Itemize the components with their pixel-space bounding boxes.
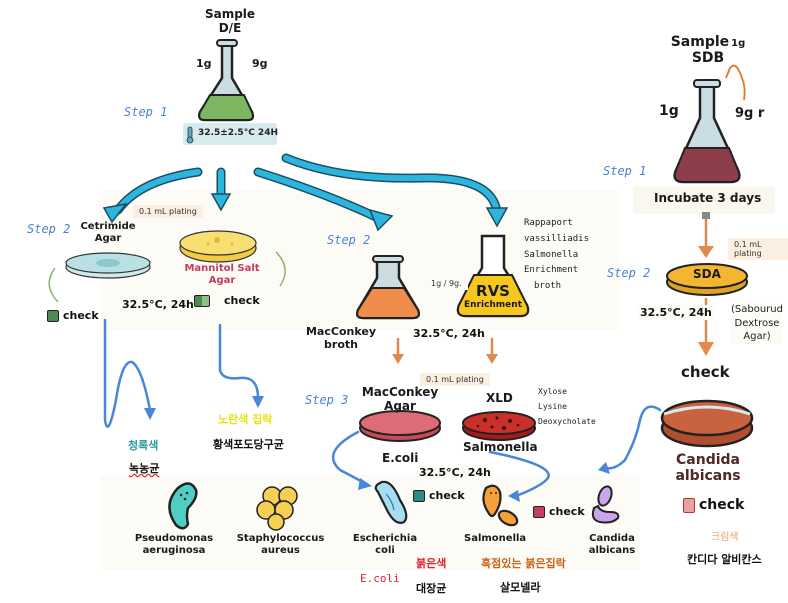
check-box-icon xyxy=(47,309,59,322)
organism-escherichia: Escherichia coli xyxy=(352,533,418,556)
mannitol-check-arrow xyxy=(275,251,286,287)
cetrimide-check-arrow xyxy=(48,267,59,303)
check-box-icon xyxy=(194,294,210,307)
ecoli-korean-name: 대장균 xyxy=(416,582,447,595)
step2-label-cetrimide: Step 2 xyxy=(27,222,71,236)
macconkey-broth-flask-icon xyxy=(355,255,421,320)
staphylococcus-icon xyxy=(256,486,298,531)
check-box-icon xyxy=(683,497,695,513)
staph-korean-name: 황색포도당구균 xyxy=(213,438,284,451)
step3-label: Step 3 xyxy=(305,393,349,407)
step2-label-macconkey: Step 2 xyxy=(327,233,371,247)
mannitol-check[interactable]: check xyxy=(194,294,260,307)
sample-de-left-amount: 1g xyxy=(196,57,212,70)
incubation-label: 32.5±2.5°C 24H xyxy=(198,128,278,138)
temp-label-1: 32.5°C, 24h xyxy=(119,297,197,312)
rvs-flask-icon xyxy=(456,234,530,318)
thermometer-icon xyxy=(186,126,194,144)
sda-label: SDA xyxy=(693,267,721,281)
sda-dish-icon xyxy=(666,263,748,296)
salmonella-korean-color: 흑점있는 붉은집락 xyxy=(481,557,566,570)
candida-korean-name: 칸디다 알비칸스 xyxy=(687,553,762,566)
sample-de-title: Sample D/E xyxy=(204,7,256,35)
sdb-check-label: check xyxy=(681,363,730,381)
sda-full-name: (Sabourud Dextrose Agar) xyxy=(731,303,783,344)
salmonella-korean-name: 살모넬라 xyxy=(500,581,541,594)
ecoli-korean-en: E.coli xyxy=(360,572,400,585)
salmonella-icon xyxy=(482,484,519,527)
ecoli-korean-color: 붉은색 xyxy=(416,557,447,570)
candida-check[interactable]: check xyxy=(683,497,744,513)
sample-sdb-flask-icon xyxy=(673,79,741,184)
candida-dish-icon xyxy=(660,399,754,448)
sdb-step1-label: Step 1 xyxy=(603,164,647,178)
ratio-tag: 1g / 9g. xyxy=(425,277,468,290)
sdb-left-amount: 1g xyxy=(659,103,679,119)
staph-korean-color: 노란색 집락 xyxy=(218,413,273,426)
temp-label-4: 32.5°C, 24h xyxy=(637,305,715,320)
xld-dish-icon xyxy=(462,411,536,441)
rvs-flask-label: RVS Enrichment xyxy=(463,282,522,311)
check-box-icon xyxy=(413,489,425,502)
pseudomonas-korean-name: 녹농균 xyxy=(129,462,160,475)
escherichia-icon xyxy=(374,480,408,524)
salmonella-check[interactable]: check xyxy=(533,505,585,518)
organism-staphylococcus: Staphylococcus aureus xyxy=(236,533,325,556)
organism-candida: Candida albicans xyxy=(588,533,636,556)
xld-label: XLD xyxy=(486,391,513,405)
plating-tag-3: 0.1 mL plating xyxy=(728,238,788,260)
cetrimide-check[interactable]: check xyxy=(47,309,99,322)
ecoli-result-label: E.coli xyxy=(382,451,419,465)
sdb-right-amount: 9g r xyxy=(735,106,765,121)
plating-tag-2: 0.1 mL plating xyxy=(420,373,490,386)
sdb-step2-label: Step 2 xyxy=(607,266,651,280)
macconkey-agar-dish-icon xyxy=(359,410,441,442)
ecoli-check[interactable]: check xyxy=(413,489,465,502)
result-connector-lines xyxy=(103,318,662,498)
candida-korean-color: 크림색 xyxy=(711,532,739,543)
sample-de-right-amount: 9g xyxy=(252,57,268,70)
check-box-icon xyxy=(533,505,545,518)
macconkey-broth-label: MacConkey broth xyxy=(305,325,376,351)
step1-label: Step 1 xyxy=(124,105,168,119)
salmonella-result-label: Salmonella xyxy=(463,440,538,454)
organism-salmonella: Salmonella xyxy=(464,533,527,544)
cetrimide-label: Cetrimide Agar xyxy=(80,221,136,244)
plating-tag-1: 0.1 mL plating xyxy=(133,205,203,218)
candida-icon xyxy=(591,485,620,524)
mannitol-label: Mannitol Salt Agar xyxy=(184,263,260,286)
incubate-label: Incubate 3 days xyxy=(654,191,762,205)
temp-label-2: 32.5°C, 24h xyxy=(410,326,488,341)
temp-label-3: 32.5°C, 24h xyxy=(416,465,494,480)
pseudomonas-korean-color: 청록색 xyxy=(128,439,159,452)
rvs-note: Rappaport vassilliadis Salmonella Enrich… xyxy=(524,218,590,291)
incubate-box xyxy=(633,187,775,214)
xld-note: Xylose Lysine Deoxycholate xyxy=(538,387,596,427)
macconkey-agar-label: MacConkey Agar xyxy=(361,385,439,413)
cetrimide-dish-icon xyxy=(65,252,151,279)
organism-pseudomonas: Pseudomonas aeruginosa xyxy=(134,533,214,556)
pseudomonas-icon xyxy=(168,482,198,530)
mannitol-dish-icon xyxy=(179,230,257,263)
sdb-squiggle-arrow xyxy=(725,64,746,101)
sample-de-flask-icon xyxy=(197,39,255,122)
candida-result-label: Candida albicans xyxy=(675,452,741,485)
incubation-box xyxy=(183,123,277,145)
